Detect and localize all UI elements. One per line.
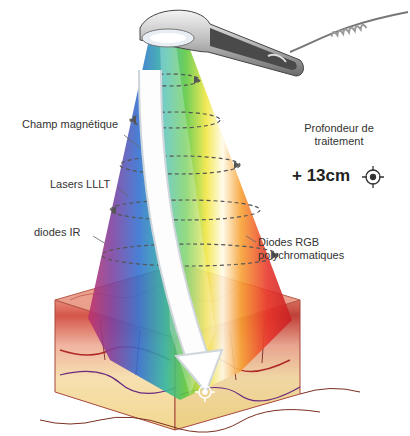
ir-label: diodes IR [34, 226, 94, 239]
depth-label: Profondeur de traitement [284, 122, 394, 148]
rgb-label: Diodes RGB polychromatiques [258, 236, 358, 262]
laser-label: Lasers LLLT [50, 178, 120, 191]
depth-value: + 13cm [292, 166, 358, 186]
field-label: Champ magnétique [22, 118, 126, 131]
